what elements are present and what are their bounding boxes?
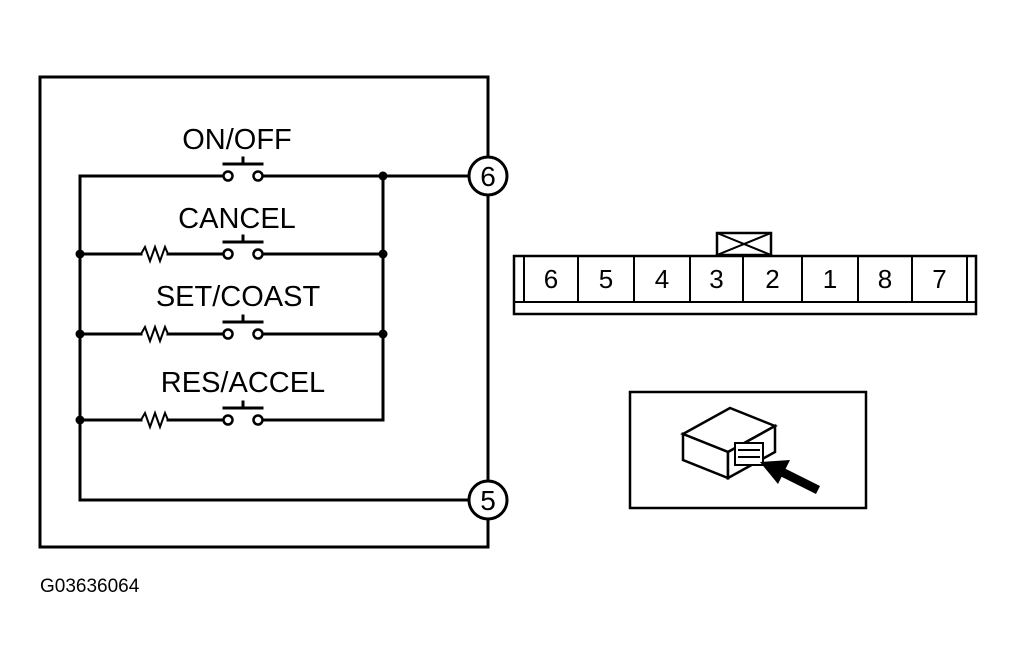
connector-pin-label: 6 (544, 264, 558, 294)
switch-set-coast-contact-icon (222, 314, 264, 340)
resistor-icon (140, 410, 169, 430)
junction-dot (378, 249, 388, 259)
switch-label-on-off: ON/OFF (182, 124, 292, 156)
switch-row-on-off: ON/OFF (78, 124, 388, 182)
switch-row-cancel: CANCEL (75, 203, 388, 264)
connector-face: 6 5 4 3 2 1 8 7 (512, 231, 978, 316)
switch-assembly-outline (38, 75, 490, 549)
connector-outer-body (512, 254, 978, 316)
connector-pin-label: 3 (709, 264, 723, 294)
connector-pin-label: 8 (878, 264, 892, 294)
junction-dot (75, 329, 85, 339)
switch-unit-icon (680, 406, 778, 481)
switch-label-cancel: CANCEL (178, 203, 296, 235)
switch-res-accel-contact-icon (222, 400, 264, 426)
connector-location-inset (628, 390, 868, 510)
junction-dot (378, 329, 388, 339)
terminal-5-label: 5 (480, 485, 496, 516)
switch-row-res-accel: RES/ACCEL (75, 367, 385, 430)
arrow-icon (760, 460, 821, 495)
switch-cancel-contact-icon (222, 234, 264, 260)
switch-row-set-coast: SET/COAST (75, 281, 388, 344)
switch-on-off-contact-icon (222, 156, 264, 182)
switch-label-set-coast: SET/COAST (156, 281, 321, 313)
resistor-icon (140, 244, 169, 264)
terminal-5: 5 (467, 479, 509, 521)
connector-pin-label: 4 (655, 264, 669, 294)
terminal-6-label: 6 (480, 161, 496, 192)
resistor-icon (140, 324, 169, 344)
figure-id: G03636064 (40, 576, 140, 597)
connector-pin-label: 1 (823, 264, 837, 294)
connector-pin-label: 2 (765, 264, 779, 294)
connector-pin-label: 5 (599, 264, 613, 294)
switch-label-res-accel: RES/ACCEL (161, 367, 325, 399)
junction-dot (75, 415, 85, 425)
connector-pin-label: 7 (932, 264, 946, 294)
junction-dot (75, 249, 85, 259)
terminal-6: 6 (467, 155, 509, 197)
junction-dot (378, 171, 388, 181)
